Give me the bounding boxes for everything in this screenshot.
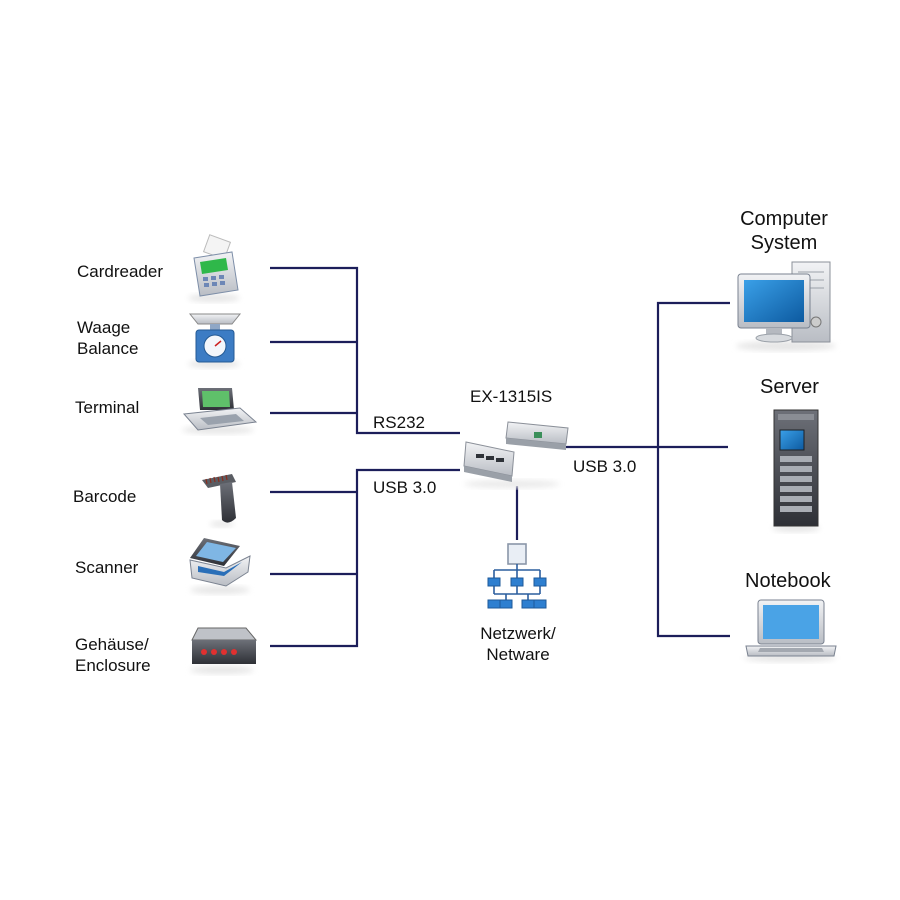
flatbed-scanner-icon <box>189 538 251 594</box>
label-system: System <box>750 232 818 254</box>
label-cardreader: Cardreader <box>77 262 163 281</box>
label-scanner: Scanner <box>75 558 139 577</box>
label-hub-name: EX-1315IS <box>470 387 553 406</box>
label-rs232: RS232 <box>373 413 425 432</box>
scale-icon <box>188 313 242 368</box>
label-usb-right: USB 3.0 <box>573 457 637 476</box>
computer-icon <box>736 261 836 351</box>
label-server: Server <box>760 376 819 398</box>
label-balance: Balance <box>77 339 139 358</box>
server-icon <box>772 409 820 532</box>
label-barcode: Barcode <box>73 487 137 506</box>
enclosure-icon <box>190 627 258 674</box>
label-terminal: Terminal <box>75 398 140 417</box>
line-cardreader <box>270 266 460 435</box>
label-notebook: Notebook <box>745 570 831 592</box>
label-computer: Computer <box>740 208 828 230</box>
terminal-icon <box>182 388 258 434</box>
label-usb-left: USB 3.0 <box>373 478 437 497</box>
connection-lines <box>270 266 730 648</box>
label-gehaeuse: Gehäuse/ <box>75 635 149 654</box>
notebook-icon <box>744 599 837 662</box>
network-icon <box>487 543 547 609</box>
line-usb-left-bus <box>270 468 460 648</box>
hub-icon <box>463 421 569 488</box>
line-right-bus <box>656 301 730 638</box>
cardreader-icon <box>188 234 240 302</box>
label-enclosure: Enclosure <box>75 656 151 675</box>
barcode-scanner-icon <box>202 474 236 527</box>
label-netware: Netware <box>486 645 550 664</box>
label-netzwerk: Netzwerk/ <box>480 624 556 643</box>
label-waage: Waage <box>77 318 131 337</box>
